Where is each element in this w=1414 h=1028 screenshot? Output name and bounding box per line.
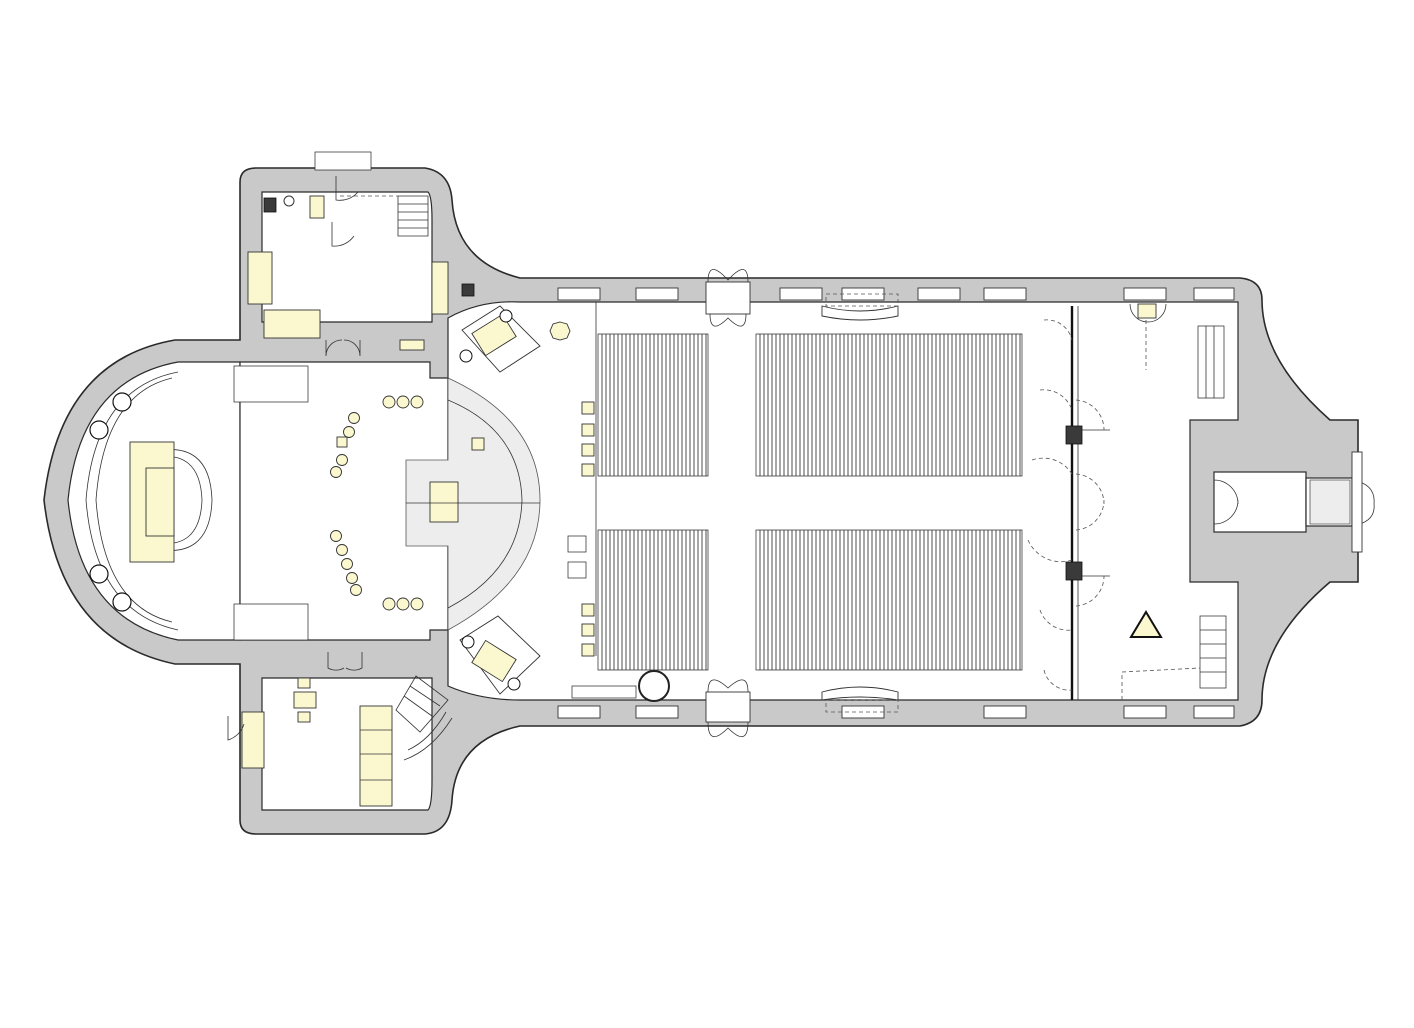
door-swing-icon xyxy=(325,176,361,357)
altar-icon xyxy=(129,441,213,563)
staircase-icon xyxy=(397,195,429,237)
warning-triangle-icon xyxy=(1129,610,1163,638)
window-icon xyxy=(557,287,1235,719)
door-swing-icon xyxy=(227,652,363,741)
exterior-walls xyxy=(43,167,1359,835)
nave xyxy=(549,269,1235,737)
sanctuary xyxy=(330,377,541,631)
lectern-stools xyxy=(567,401,595,657)
pew-block-icon xyxy=(597,333,1023,671)
lower-vestry xyxy=(227,615,541,807)
narthex xyxy=(1027,303,1375,700)
window-icon xyxy=(459,615,541,695)
upper-vestry xyxy=(247,151,541,373)
staircase-icon xyxy=(1199,615,1227,689)
staircase-icon xyxy=(395,675,453,761)
pew-block xyxy=(597,333,709,477)
window-icon xyxy=(459,305,541,373)
column-icon xyxy=(89,392,132,612)
door-swing-icon xyxy=(705,269,751,737)
apse xyxy=(85,365,309,641)
pew-block xyxy=(597,529,709,671)
